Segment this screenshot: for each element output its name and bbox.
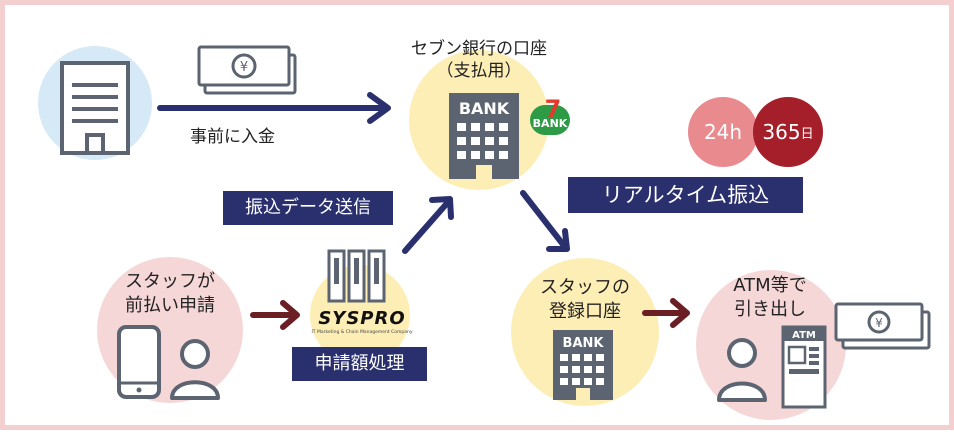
company-building-icon bbox=[60, 61, 130, 155]
syspro-logo: SYSPRO bbox=[318, 308, 405, 329]
badge-24h: 24h bbox=[688, 97, 758, 167]
staff-bank-building-icon: BANK bbox=[553, 330, 613, 400]
seven-bank-logo: BANK 7 bbox=[530, 95, 570, 135]
badge-365-unit: 日 bbox=[800, 126, 814, 142]
diagram-graphics: ¥ BANK BANK 7 bbox=[38, 45, 931, 420]
atm-bill-yen-symbol: ¥ bbox=[875, 316, 883, 330]
arrow-withdraw bbox=[642, 298, 690, 328]
arrow-deposit bbox=[157, 92, 391, 124]
atm-label: ATM bbox=[792, 330, 816, 341]
staff-request-line2: 前払い申請 bbox=[125, 295, 215, 316]
arrow-request bbox=[250, 300, 300, 330]
badge-365-number: 365 bbox=[762, 120, 801, 144]
arrow-data-send bbox=[402, 196, 454, 254]
bill-yen-symbol: ¥ bbox=[240, 60, 248, 75]
staff-account-line2: 登録口座 bbox=[549, 301, 621, 322]
seven-bank-logo-text: BANK bbox=[533, 117, 568, 130]
yen-bill-icon: ¥ bbox=[197, 45, 297, 95]
staff-request-line1: スタッフが bbox=[125, 271, 215, 292]
staff-account-line1: スタッフの bbox=[540, 277, 630, 298]
staff-bank-label: BANK bbox=[563, 336, 605, 351]
atm-machine-icon: ATM bbox=[781, 325, 827, 409]
badge-24h-text: 24h bbox=[703, 120, 743, 144]
seven-bank-building-icon: BANK bbox=[449, 93, 519, 179]
process-label: 申請額処理 bbox=[314, 353, 405, 374]
atm-line1: ATM等で bbox=[733, 275, 807, 296]
syspro-server-icon bbox=[327, 249, 386, 303]
realtime-box: リアルタイム振込 bbox=[568, 177, 803, 213]
staff-person-icon bbox=[170, 339, 220, 400]
bank-title-line1: セブン銀行の口座 bbox=[411, 39, 547, 59]
data-send-box: 振込データ送信 bbox=[223, 191, 393, 225]
data-send-label: 振込データ送信 bbox=[245, 197, 371, 218]
seven-logo-numeral: 7 bbox=[545, 95, 562, 123]
atm-person-icon bbox=[717, 338, 767, 402]
smartphone-icon bbox=[117, 325, 161, 399]
syspro-tagline: IT Marketing & Chain Management Company bbox=[311, 329, 412, 335]
bank-label: BANK bbox=[459, 99, 510, 118]
arrow-transfer bbox=[520, 190, 570, 252]
atm-yen-bill-icon: ¥ bbox=[834, 302, 931, 350]
realtime-label: リアルタイム振込 bbox=[601, 183, 770, 207]
deposit-label: 事前に入金 bbox=[190, 127, 275, 147]
atm-line2: 引き出し bbox=[734, 299, 806, 320]
process-box: 申請額処理 bbox=[292, 347, 427, 381]
bank-title-line2: （支払用） bbox=[436, 61, 522, 81]
